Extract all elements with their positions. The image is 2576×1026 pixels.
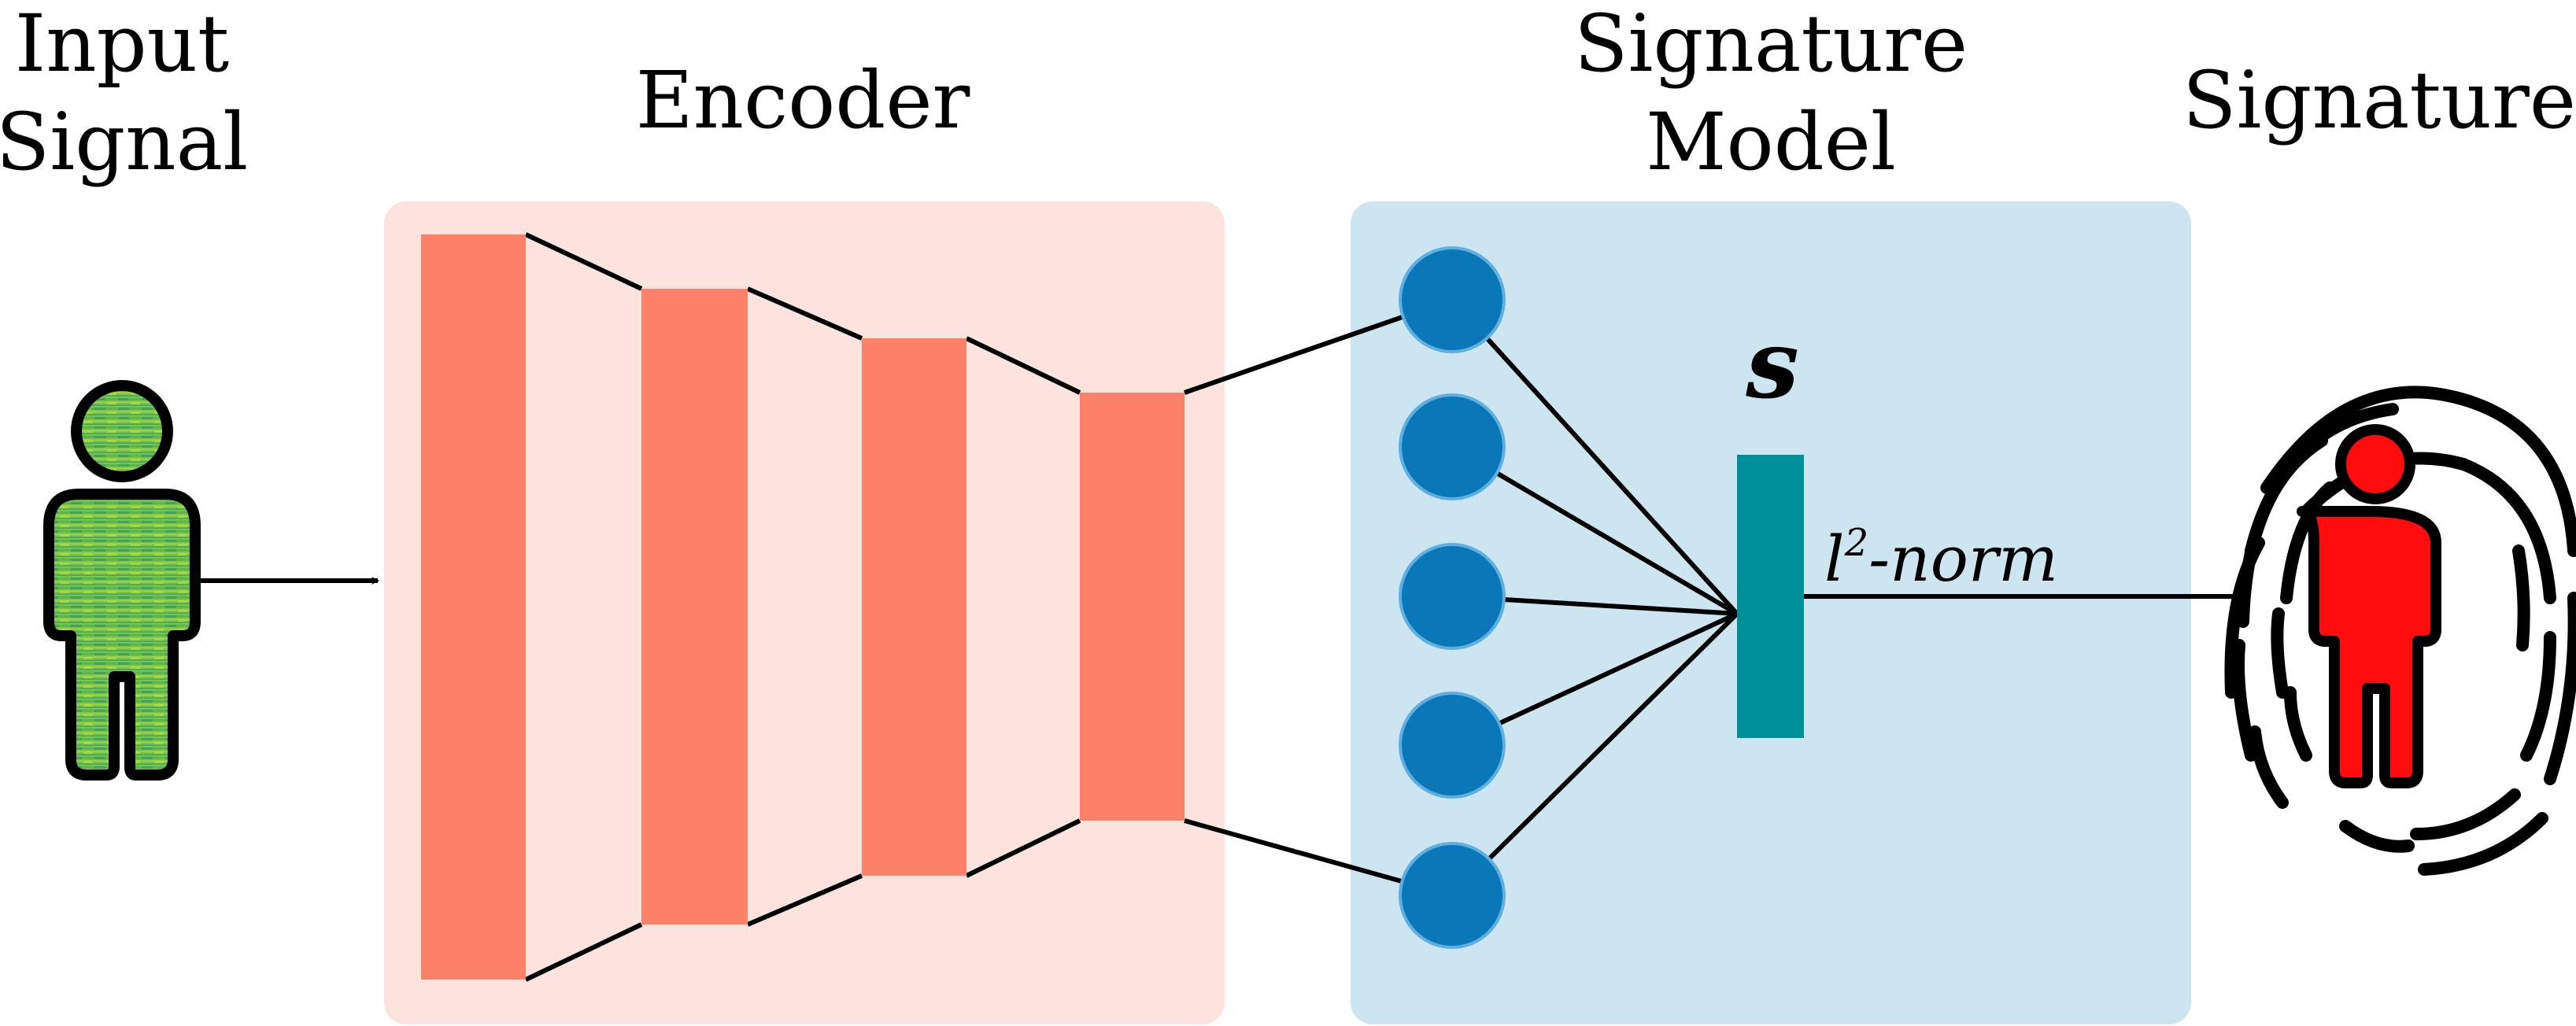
input-signal-label: Input Signal <box>0 0 248 188</box>
fingerprint-person-icon <box>2224 386 2576 876</box>
input-label-line2: Signal <box>0 96 248 188</box>
s-symbol: s <box>1745 309 1799 420</box>
neuron-1 <box>1399 246 1506 353</box>
neuron-2 <box>1399 393 1506 500</box>
l2-norm-label: l2-norm <box>1824 521 2058 596</box>
encoder-layer-3 <box>862 338 966 876</box>
output-person-icon <box>2297 424 2441 788</box>
sigmodel-label-line2: Model <box>1646 96 1896 188</box>
neuron-4 <box>1399 692 1506 799</box>
signature-vector <box>1737 455 1804 738</box>
encoder-label: Encoder <box>636 54 970 146</box>
sigmodel-label-line1: Signature <box>1574 0 1968 90</box>
signature-label: Signature <box>2182 54 2576 146</box>
l2-norm-superscript: 2 <box>1844 521 1869 565</box>
person-signal-icon <box>43 380 201 781</box>
encoder-layer-4 <box>1080 393 1185 821</box>
encoder-layer-1 <box>421 234 526 980</box>
neuron-3 <box>1399 543 1506 650</box>
signature-model-label: Signature Model <box>1574 0 1968 188</box>
neuron-layer <box>1399 246 1506 949</box>
encoder-connections <box>524 232 1081 982</box>
l2-norm-base: l <box>1824 522 1845 596</box>
encoder-layer-2 <box>641 289 748 925</box>
fingerprint-icon <box>2224 386 2576 876</box>
neuron-5 <box>1399 842 1506 949</box>
l2-norm-suffix: -norm <box>1868 522 2058 596</box>
encoder-panel <box>384 201 1225 1024</box>
input-label-line1: Input <box>15 0 230 90</box>
